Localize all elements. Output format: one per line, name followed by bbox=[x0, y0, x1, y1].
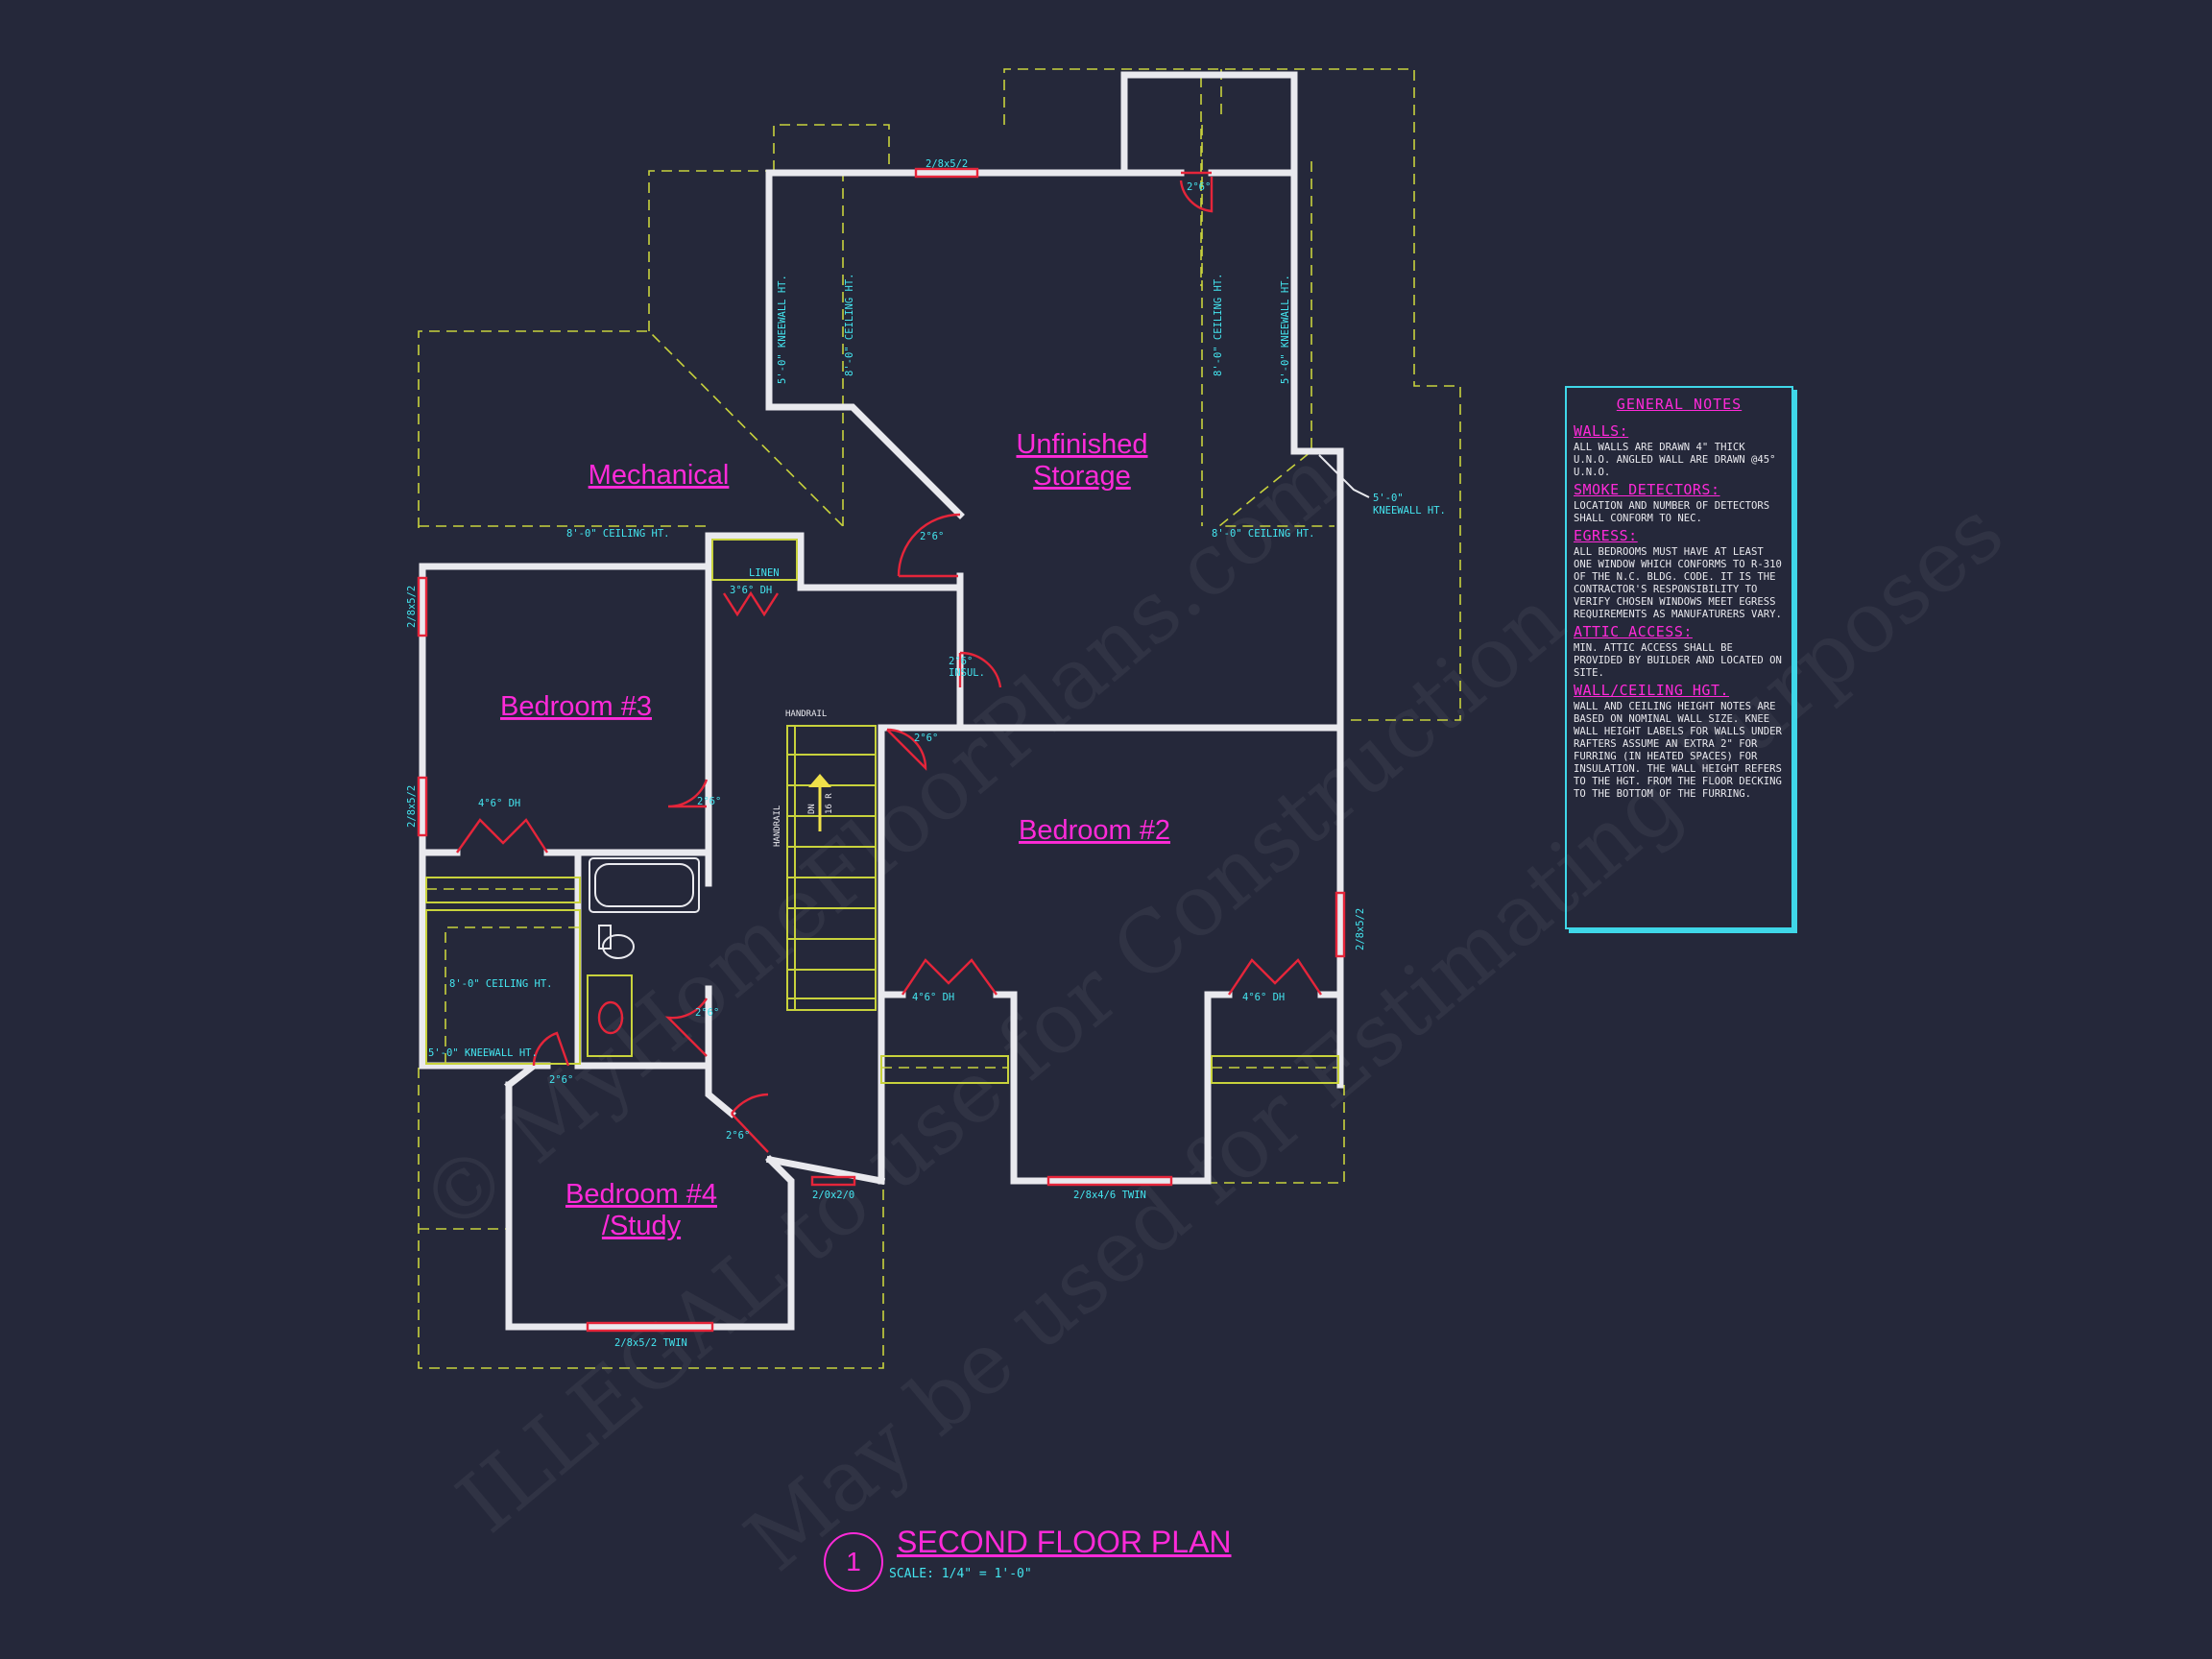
window-label-stair: 2/0x2/0 bbox=[812, 1190, 854, 1201]
general-notes-title: GENERAL NOTES bbox=[1616, 396, 1743, 413]
room-mechanical: Mechanical bbox=[589, 460, 730, 491]
room-bedroom-4-line-2: /Study bbox=[602, 1211, 682, 1241]
door-label-storage-top: 2°6° bbox=[1187, 181, 1211, 193]
linen-door-label: 3°6° DH bbox=[730, 585, 772, 596]
door-label-bedroom3: 2°6° bbox=[697, 796, 721, 807]
kneewall-label-right: 5'-0" KNEEWALL HT. bbox=[1280, 275, 1291, 384]
walls bbox=[419, 71, 1344, 1331]
insul-label: INSUL. bbox=[949, 667, 985, 679]
window-label-left-lower: 2/8x5/2 bbox=[406, 785, 418, 828]
room-labels: Mechanical Unfinished Storage Bedroom #3… bbox=[500, 429, 1170, 1241]
windows bbox=[417, 167, 1346, 1333]
notes-heading-attic-access: ATTIC ACCESS: bbox=[1574, 623, 1693, 640]
plan-scale: SCALE: 1/4" = 1'-0" bbox=[889, 1567, 1032, 1581]
plan-number-circle: 1 bbox=[824, 1532, 883, 1592]
plan-title: SECOND FLOOR PLAN bbox=[897, 1525, 1232, 1559]
door-label-bath: 2°6° bbox=[695, 1007, 719, 1019]
kneewall-callout-value: 5'-0" bbox=[1373, 493, 1404, 504]
door-label-closet: 2°6° bbox=[549, 1074, 573, 1086]
room-storage-line-2: Storage bbox=[1033, 461, 1131, 492]
door-label-bedroom4: 2°6° bbox=[726, 1130, 750, 1142]
kneewall-label-left: 5'-0" KNEEWALL HT. bbox=[777, 275, 788, 384]
ceiling-label-mechanical: 8'-0" CEILING HT. bbox=[566, 528, 669, 540]
annotations: 5'-0" KNEEWALL HT. 8'-0" CEILING HT. 8'-… bbox=[406, 158, 1446, 1349]
room-bedroom-2: Bedroom #2 bbox=[1019, 815, 1170, 846]
vanity bbox=[587, 974, 633, 1057]
ceiling-label-storage: 8'-0" CEILING HT. bbox=[1212, 528, 1314, 540]
bathtub bbox=[589, 857, 700, 913]
window-label-left-upper: 2/8x5/2 bbox=[406, 586, 418, 628]
general-notes-panel: GENERAL NOTES WALLS: ALL WALLS ARE DRAWN… bbox=[1565, 386, 1793, 929]
stair-risers-label: 16 R bbox=[825, 793, 834, 814]
sink bbox=[597, 1000, 624, 1035]
stair-dn-label: DN bbox=[807, 804, 817, 814]
notes-body-wall-ceiling: WALL AND CEILING HEIGHT NOTES ARE BASED … bbox=[1574, 701, 1782, 800]
handrail-label-top: HANDRAIL bbox=[785, 709, 827, 719]
notes-heading-walls: WALLS: bbox=[1574, 422, 1629, 440]
door-label-bedroom2: 2°6° bbox=[914, 733, 938, 744]
linen-label: LINEN bbox=[749, 567, 780, 579]
notes-heading-egress: EGRESS: bbox=[1574, 527, 1638, 544]
kneewall-label-closet: 5'-0" KNEEWALL HT. bbox=[428, 1047, 538, 1059]
closets bbox=[425, 539, 1339, 1084]
ceiling-label-right: 8'-0" CEILING HT. bbox=[1213, 274, 1224, 376]
notes-body-walls: ALL WALLS ARE DRAWN 4" THICK U.N.O. ANGL… bbox=[1574, 442, 1776, 478]
notes-body-egress: ALL BEDROOMS MUST HAVE AT LEAST ONE WIND… bbox=[1574, 546, 1782, 620]
kneewall-callout-text: KNEEWALL HT. bbox=[1373, 505, 1446, 517]
door-label-storage: 2°6° bbox=[920, 531, 944, 542]
dh-label-bedroom2-left: 4°6° DH bbox=[912, 992, 954, 1003]
door-label-attic: 2°6° bbox=[949, 656, 973, 667]
window-label-bedroom4: 2/8x5/2 TWIN bbox=[614, 1337, 687, 1349]
doors bbox=[456, 171, 1322, 1153]
handrail-label-side: HANDRAIL bbox=[773, 805, 782, 847]
window-label-top: 2/8x5/2 bbox=[926, 158, 968, 170]
window-label-bedroom2: 2/8x4/6 TWIN bbox=[1073, 1190, 1146, 1201]
room-bedroom-3: Bedroom #3 bbox=[500, 691, 652, 722]
bathroom-fixtures bbox=[587, 857, 700, 1057]
notes-heading-wall-ceiling: WALL/CEILING HGT. bbox=[1574, 682, 1730, 699]
window-label-right: 2/8x5/2 bbox=[1355, 908, 1366, 950]
notes-heading-smoke-detectors: SMOKE DETECTORS: bbox=[1574, 481, 1720, 498]
notes-body-smoke-detectors: LOCATION AND NUMBER OF DETECTORS SHALL C… bbox=[1574, 500, 1770, 524]
room-bedroom-4-line-1: Bedroom #4 bbox=[565, 1179, 717, 1210]
stair bbox=[786, 725, 877, 1011]
roof-outline bbox=[418, 68, 1461, 1369]
dh-label-bedroom3: 4°6° DH bbox=[478, 798, 520, 809]
notes-body-attic-access: MIN. ATTIC ACCESS SHALL BE PROVIDED BY B… bbox=[1574, 642, 1782, 679]
watermark-line-3: May be used for Estimating Purposes bbox=[727, 482, 2021, 1591]
room-storage-line-1: Unfinished bbox=[1016, 429, 1147, 460]
ceiling-label-left: 8'-0" CEILING HT. bbox=[844, 274, 855, 376]
toilet bbox=[602, 934, 635, 959]
ceiling-label-closet: 8'-0" CEILING HT. bbox=[449, 978, 552, 990]
dh-label-bedroom2-right: 4°6° DH bbox=[1242, 992, 1285, 1003]
